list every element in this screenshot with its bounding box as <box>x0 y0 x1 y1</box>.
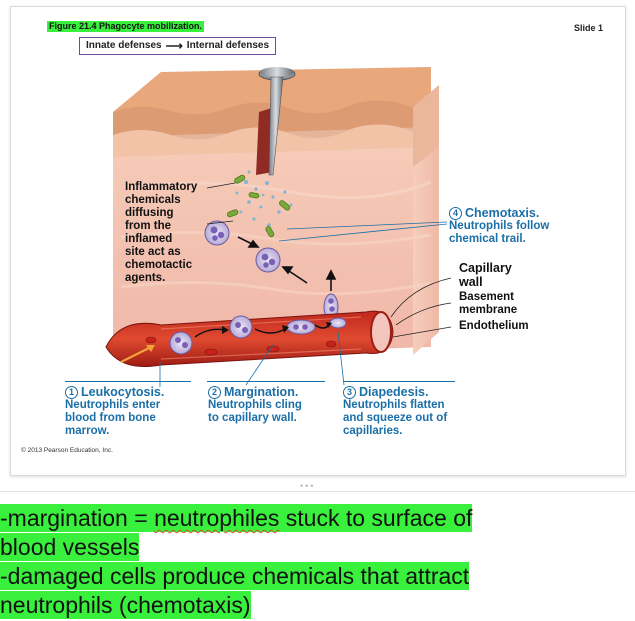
pane-divider <box>0 491 635 492</box>
step-number-badge: 3 <box>343 386 356 399</box>
copyright-text: © 2013 Pearson Education, Inc. <box>21 447 113 454</box>
label-line: Capillary <box>459 261 512 275</box>
label-line: Basement <box>459 291 514 303</box>
label-line: chemotactic <box>125 259 193 271</box>
step-rule <box>207 381 325 382</box>
step-line: and squeeze out of <box>343 412 448 424</box>
step-line: marrow. <box>65 425 110 437</box>
slide-number: Slide 1 <box>573 23 603 33</box>
nav-internal-defenses[interactable]: Internal defenses <box>186 40 270 51</box>
nav-innate-defenses[interactable]: Innate defenses <box>86 40 162 51</box>
label-line: diffusing <box>125 207 174 219</box>
note-text: -margination = <box>0 505 155 531</box>
phagocyte-mobilization-illustration <box>105 67 452 387</box>
inflammatory-chemicals-label: Inflammatory chemicals diffusing from th… <box>125 181 197 285</box>
note-line-1[interactable]: -margination = neutrophiles stuck to sur… <box>0 504 473 532</box>
pane-resize-handle[interactable]: ••• <box>300 481 316 491</box>
step-line: blood from bone <box>65 412 156 424</box>
step-rule <box>65 381 191 382</box>
note-line-2[interactable]: blood vessels <box>0 533 140 561</box>
note-text: stuck to surface of <box>279 505 473 531</box>
step-title: Margination. <box>224 385 299 399</box>
label-line: membrane <box>459 304 518 316</box>
misspelled-word[interactable]: neutrophiles <box>154 505 280 531</box>
endothelium-label: Endothelium <box>459 320 529 332</box>
label-line: wall <box>459 275 483 289</box>
step-line: chemical trail. <box>449 233 526 245</box>
label-line: Inflammatory <box>125 181 198 193</box>
step-rule <box>343 381 455 382</box>
step-number-badge: 4 <box>449 207 462 220</box>
figure-title: Figure 21.4 Phagocyte mobilization. <box>47 21 205 32</box>
step-title: Leukocytosis. <box>81 385 165 399</box>
navigation-breadcrumb[interactable]: Innate defenses ⟶ Internal defenses <box>79 37 277 55</box>
step-line: Neutrophils follow <box>449 220 550 232</box>
note-line-4[interactable]: neutrophils (chemotaxis) <box>0 591 251 619</box>
label-line: agents. <box>125 272 166 284</box>
step-number-badge: 1 <box>65 386 78 399</box>
label-line: chemicals <box>125 194 181 206</box>
step-title: Diapedesis. <box>359 385 429 399</box>
label-line: inflamed <box>125 233 173 245</box>
step-line: Neutrophils enter <box>65 399 161 411</box>
basement-membrane-label: Basement membrane <box>459 291 517 317</box>
note-line-3[interactable]: -damaged cells produce chemicals that at… <box>0 562 470 590</box>
step-line: capillaries. <box>343 425 403 437</box>
step-line: Neutrophils flatten <box>343 399 445 411</box>
step-number-badge: 2 <box>208 386 221 399</box>
label-line: site act as <box>125 246 181 258</box>
label-line: from the <box>125 220 171 232</box>
capillary-wall-label: Capillary wall <box>459 261 512 289</box>
step-line: to capillary wall. <box>208 412 297 424</box>
step-title: Chemotaxis. <box>465 206 540 220</box>
arrow-right-icon: ⟶ <box>165 39 183 53</box>
step-line: Neutrophils cling <box>208 399 302 411</box>
slide-canvas: Figure 21.4 Phagocyte mobilization. Slid… <box>10 6 626 476</box>
